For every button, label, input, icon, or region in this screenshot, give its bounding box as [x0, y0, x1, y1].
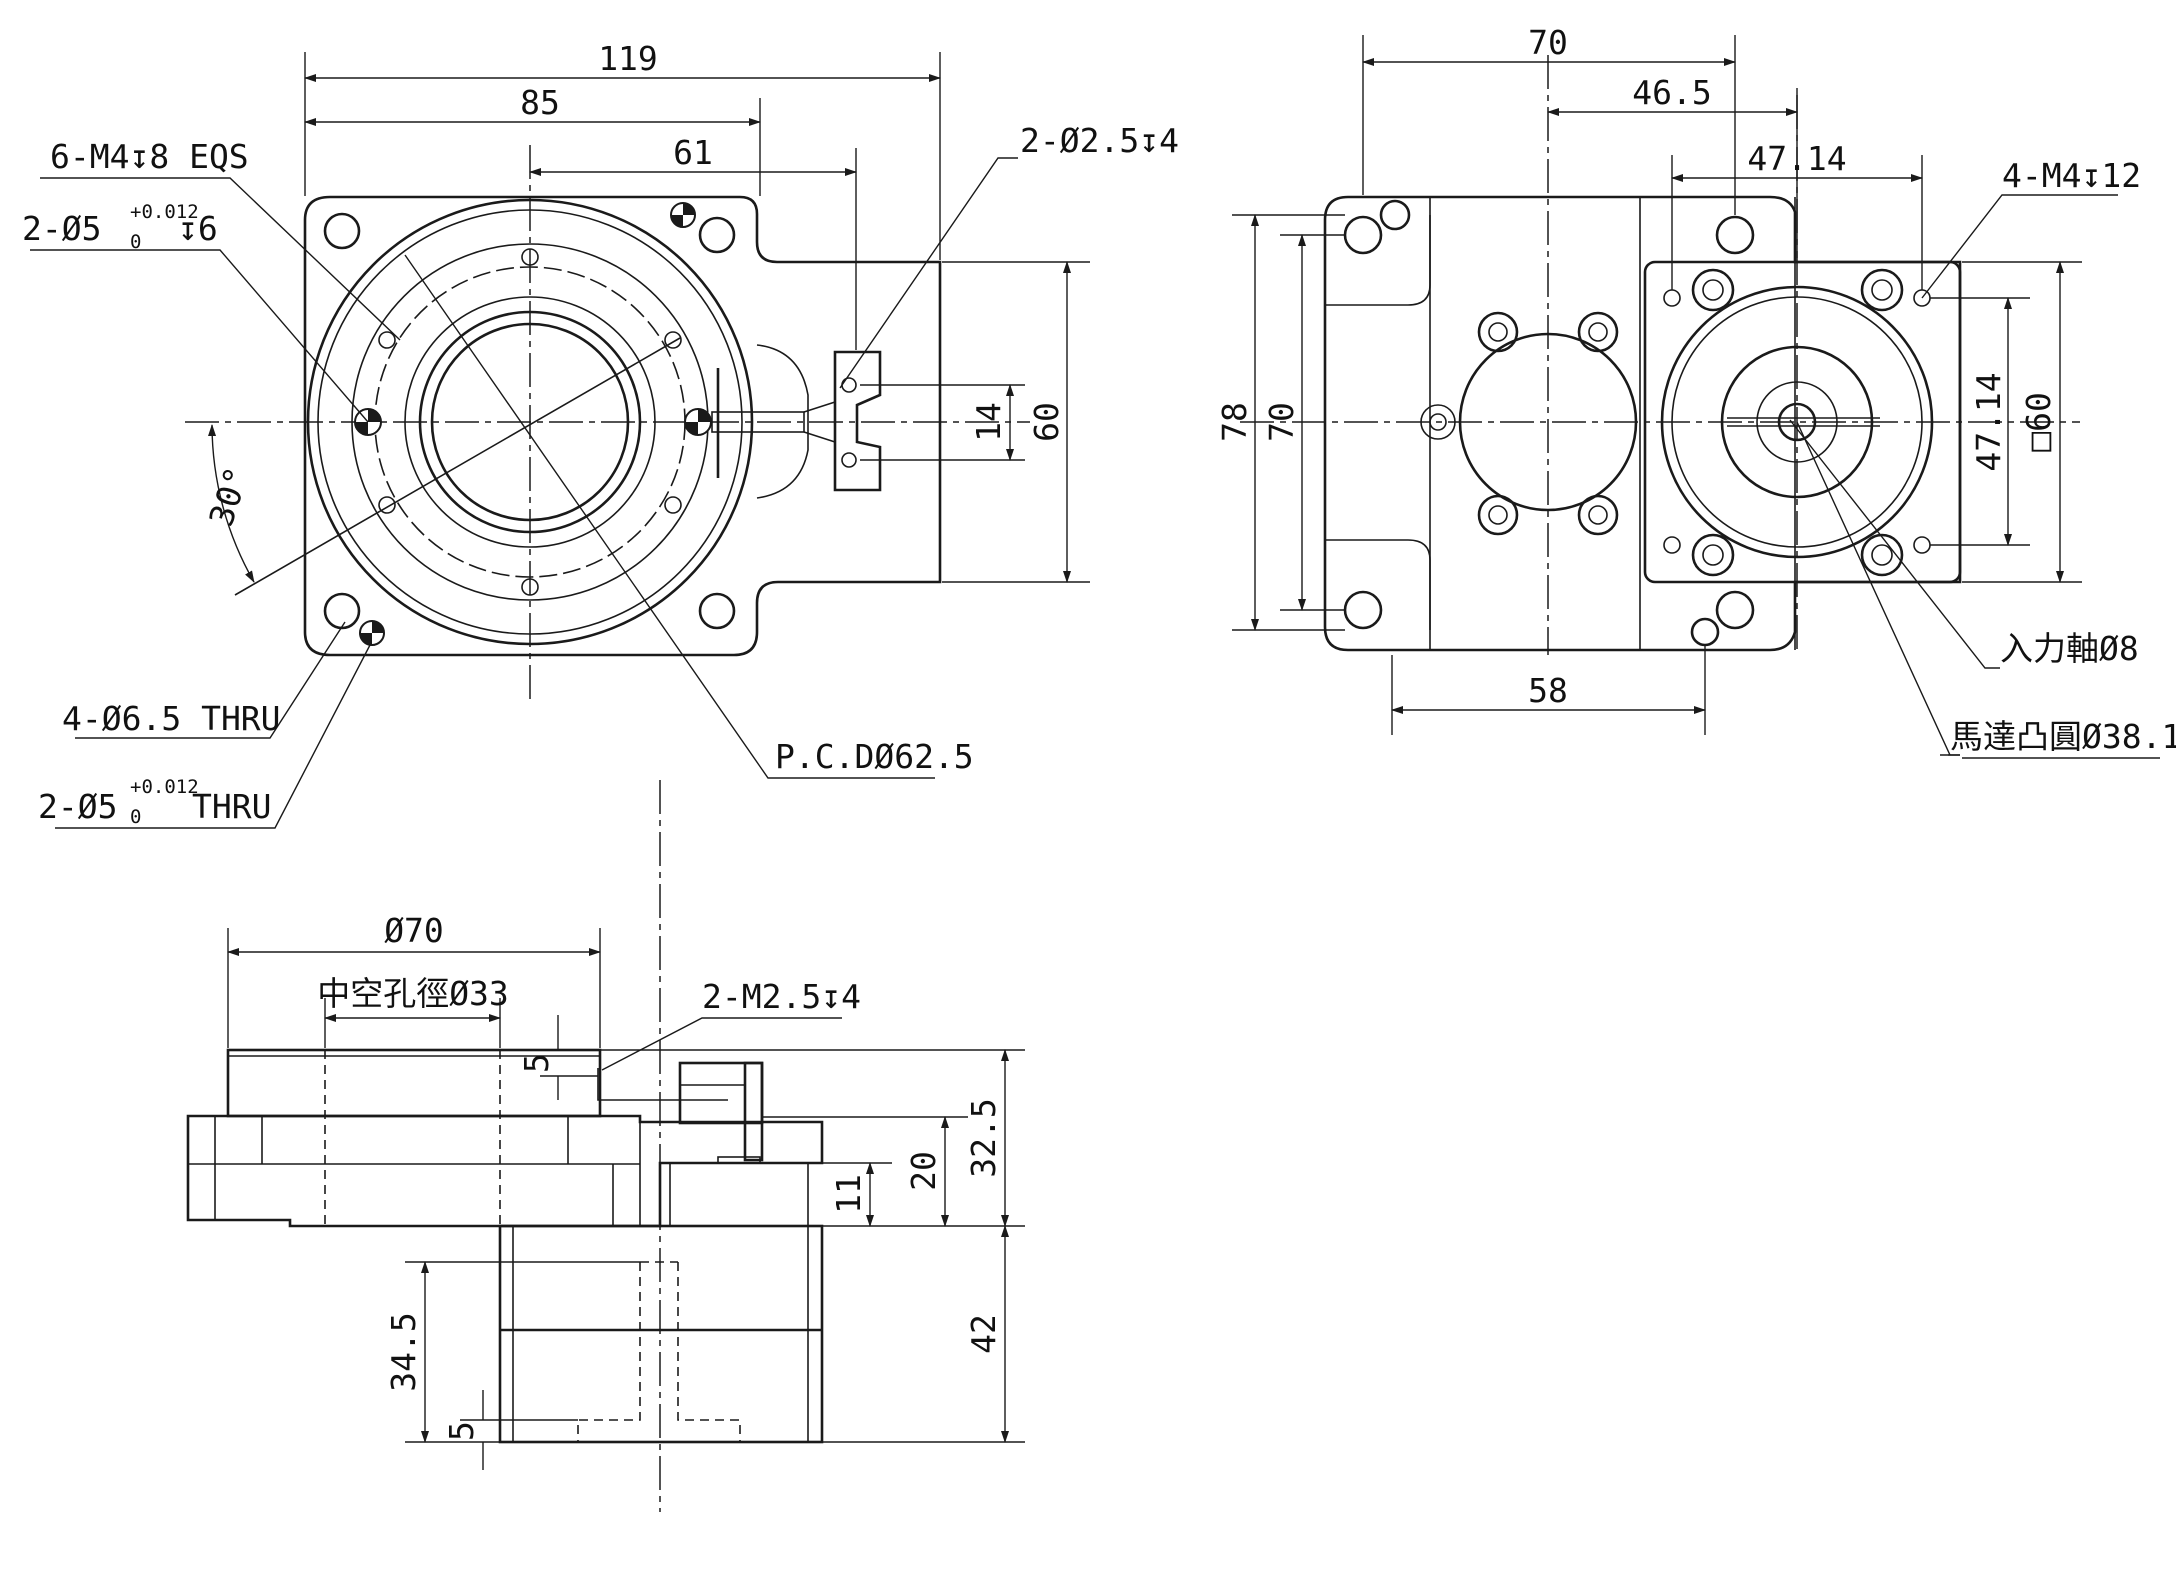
callout-thru-holes: 4-Ø6.5 THRU — [62, 699, 281, 738]
dim-34-5: 34.5 — [384, 1312, 423, 1391]
callout-pin-hole: 2-Ø5 +0.012 0 ↧6 — [22, 201, 218, 253]
svg-text:2-Ø5: 2-Ø5 — [38, 787, 117, 826]
svg-text:0: 0 — [130, 806, 141, 828]
dim-dia-70: Ø70 — [384, 911, 444, 950]
top-view: 119 85 61 14 60 30° 6-M4↧8 EQS 2-Ø5 +0.0… — [22, 39, 1179, 829]
callout-input-shaft: 入力軸Ø8 — [2000, 629, 2139, 668]
callout-sensor-holes: 2-Ø2.5↧4 — [1020, 121, 1179, 160]
dim-61: 61 — [673, 133, 713, 172]
dim-78: 78 — [1215, 402, 1254, 442]
callout-sensor-tap: 2-M2.5↧4 — [702, 977, 861, 1016]
dim-angle-30: 30° — [201, 462, 257, 531]
front-view: Ø70 中空孔徑Ø33 5 11 20 32.5 42 34.5 5 2-M2.… — [186, 780, 1025, 1512]
hex-bolt-icon — [1691, 268, 1904, 577]
hex-bolt-icon — [1477, 311, 1619, 536]
dim-85: 85 — [520, 83, 560, 122]
dim-square-60: □60 — [2019, 392, 2058, 452]
svg-text:2-Ø5: 2-Ø5 — [22, 209, 101, 248]
dim-hollow-bore: 中空孔徑Ø33 — [317, 974, 509, 1013]
dim-70-width: 70 — [1528, 23, 1568, 62]
dim-overall-width: 119 — [598, 39, 658, 78]
dim-20: 20 — [904, 1151, 943, 1191]
dim-32-5: 32.5 — [964, 1098, 1003, 1177]
callout-pcd: P.C.DØ62.5 — [775, 737, 974, 776]
svg-text:↧6: ↧6 — [178, 209, 218, 248]
dim-47-14-horizontal: 47.14 — [1747, 139, 1846, 178]
dowel-symbol-icon — [354, 202, 712, 646]
callout-motor-holes: 4-M4↧12 — [2002, 156, 2141, 195]
dim-11: 11 — [829, 1174, 868, 1214]
dim-60: 60 — [1027, 402, 1066, 442]
callout-pin-thru: 2-Ø5 +0.012 0 THRU — [38, 776, 271, 828]
svg-text:THRU: THRU — [192, 787, 271, 826]
side-view: 70 46.5 47.14 58 78 70 47.14 □60 4-M4↧12… — [1215, 23, 2176, 759]
dim-47-14-vertical: 47.14 — [1969, 372, 2008, 471]
dim-5-bottom: 5 — [442, 1421, 481, 1441]
callout-motor-spigot: 馬達凸圓Ø38.1 — [1950, 717, 2176, 756]
dim-42: 42 — [964, 1314, 1003, 1354]
callout-tapped-holes: 6-M4↧8 EQS — [50, 137, 249, 176]
dim-5-top: 5 — [517, 1053, 556, 1073]
dim-70-height: 70 — [1262, 402, 1301, 442]
dim-58: 58 — [1528, 671, 1568, 710]
svg-text:+0.012: +0.012 — [130, 776, 199, 798]
svg-text:+0.012: +0.012 — [130, 201, 199, 223]
svg-text:0: 0 — [130, 231, 141, 253]
dim-14: 14 — [969, 402, 1008, 442]
dim-46-5: 46.5 — [1632, 73, 1711, 112]
